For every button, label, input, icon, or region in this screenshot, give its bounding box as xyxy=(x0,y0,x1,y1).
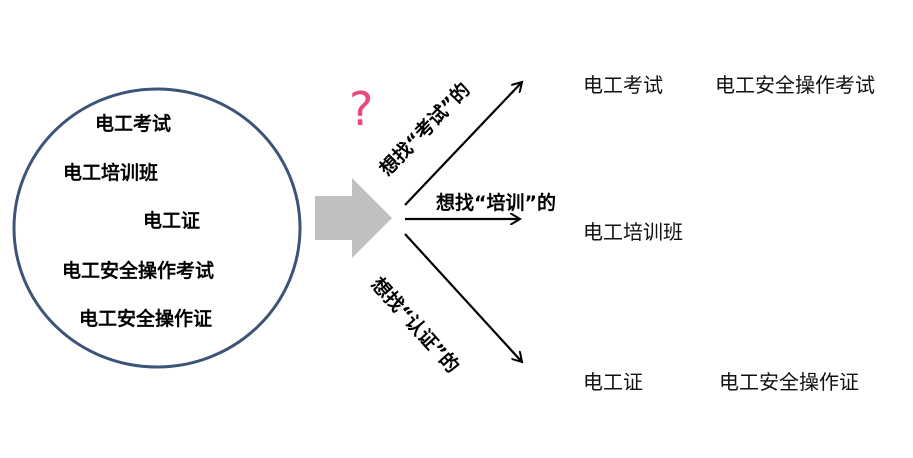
result-training-1: 电工培训班 xyxy=(583,220,683,244)
keyword-circle xyxy=(12,87,302,369)
keyword-item: 电工安全操作考试 xyxy=(62,260,215,282)
arrow-certificate xyxy=(404,233,522,362)
question-mark-icon: ? xyxy=(349,82,374,136)
keyword-item: 电工考试 xyxy=(95,113,172,135)
result-certificate-1: 电工证 xyxy=(583,370,643,394)
block-arrow xyxy=(315,178,392,258)
result-exam-1: 电工考试 xyxy=(583,73,663,97)
keyword-item: 电工培训班 xyxy=(63,162,159,184)
arrow-exam xyxy=(404,82,522,206)
result-certificate-2: 电工安全操作证 xyxy=(719,370,859,394)
keyword-item: 电工安全操作证 xyxy=(79,308,213,330)
result-exam-2: 电工安全操作考试 xyxy=(715,73,875,97)
branch-label-training: 想找“培训”的 xyxy=(436,192,556,214)
keyword-item: 电工证 xyxy=(143,210,201,232)
